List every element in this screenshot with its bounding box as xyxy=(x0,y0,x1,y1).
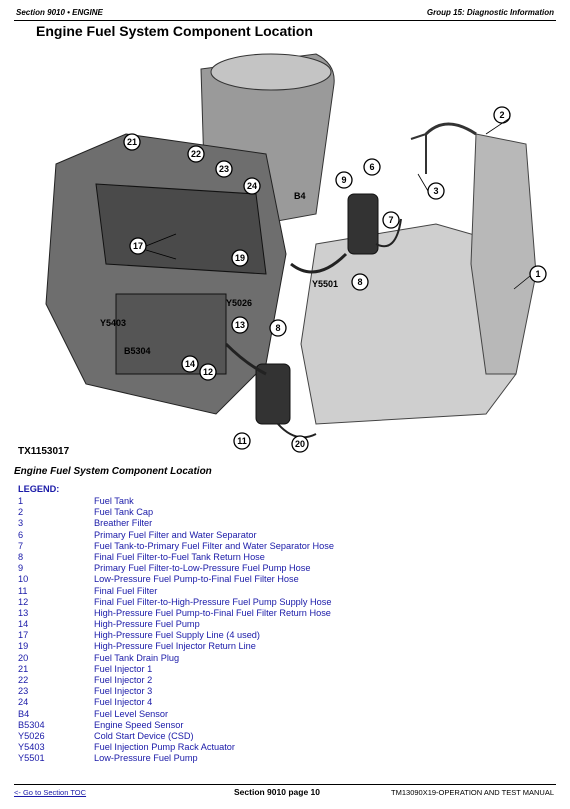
callout-1: 1 xyxy=(529,265,547,283)
header-section: Section 9010 • ENGINE xyxy=(16,8,103,17)
page-footer: <- Go to Section TOC Section 9010 page 1… xyxy=(14,786,556,800)
svg-text:19: 19 xyxy=(235,253,245,263)
engine-fuel-system-figure: 21 22 23 24 17 19 13 14 12 8 11 20 9 6 7… xyxy=(16,44,556,460)
svg-text:8: 8 xyxy=(275,323,280,333)
footer-divider xyxy=(14,784,556,785)
svg-text:8: 8 xyxy=(357,277,362,287)
callout-19: 19 xyxy=(231,249,249,267)
label-y5403: Y5403 xyxy=(100,318,126,328)
label-b4: B4 xyxy=(294,191,306,201)
callout-22: 22 xyxy=(187,145,205,163)
page-title: Engine Fuel System Component Location xyxy=(36,23,313,39)
svg-text:17: 17 xyxy=(133,241,143,251)
svg-text:1: 1 xyxy=(535,269,540,279)
manual-title: TM13090X19-OPERATION AND TEST MANUAL xyxy=(391,788,554,797)
callout-2: 2 xyxy=(493,106,511,124)
callout-12: 12 xyxy=(199,363,217,381)
callout-14: 14 xyxy=(181,355,199,373)
callout-9: 9 xyxy=(335,171,353,189)
label-y5501: Y5501 xyxy=(312,279,338,289)
page-number: Section 9010 page 10 xyxy=(234,787,320,797)
svg-text:11: 11 xyxy=(237,436,247,446)
svg-text:24: 24 xyxy=(247,181,257,191)
legend-title: LEGEND: xyxy=(18,484,60,494)
figure-caption: Engine Fuel System Component Location xyxy=(14,466,212,477)
svg-text:23: 23 xyxy=(219,164,229,174)
callout-21: 21 xyxy=(123,133,141,151)
label-y5026: Y5026 xyxy=(226,298,252,308)
figure-illustration: 21 22 23 24 17 19 13 14 12 8 11 20 9 6 7… xyxy=(45,53,547,453)
callout-17: 17 xyxy=(129,237,147,255)
svg-text:21: 21 xyxy=(127,137,137,147)
header-divider xyxy=(14,20,556,21)
svg-text:7: 7 xyxy=(388,215,393,225)
svg-text:20: 20 xyxy=(295,439,305,449)
callout-10: 8 xyxy=(269,319,287,337)
svg-text:12: 12 xyxy=(203,367,213,377)
svg-text:6: 6 xyxy=(369,162,374,172)
svg-text:2: 2 xyxy=(499,110,504,120)
callout-6: 6 xyxy=(363,158,381,176)
figure-id: TX1153017 xyxy=(18,446,70,457)
label-b5304: B5304 xyxy=(124,346,151,356)
page-header: Section 9010 • ENGINE Group 15: Diagnost… xyxy=(14,6,556,20)
callout-23: 23 xyxy=(215,160,233,178)
callout-3: 3 xyxy=(427,182,445,200)
svg-text:22: 22 xyxy=(191,149,201,159)
svg-text:9: 9 xyxy=(341,175,346,185)
svg-text:13: 13 xyxy=(235,320,245,330)
svg-text:14: 14 xyxy=(185,359,195,369)
callout-20: 20 xyxy=(291,435,309,453)
callout-13: 13 xyxy=(231,316,249,334)
callout-7: 7 xyxy=(382,211,400,229)
svg-text:3: 3 xyxy=(433,186,438,196)
callout-11: 11 xyxy=(233,432,251,450)
header-group: Group 15: Diagnostic Information xyxy=(426,8,554,17)
section-toc-link[interactable]: <- Go to Section TOC xyxy=(14,788,87,797)
callout-24: 24 xyxy=(243,177,261,195)
callout-8: 8 xyxy=(351,273,369,291)
